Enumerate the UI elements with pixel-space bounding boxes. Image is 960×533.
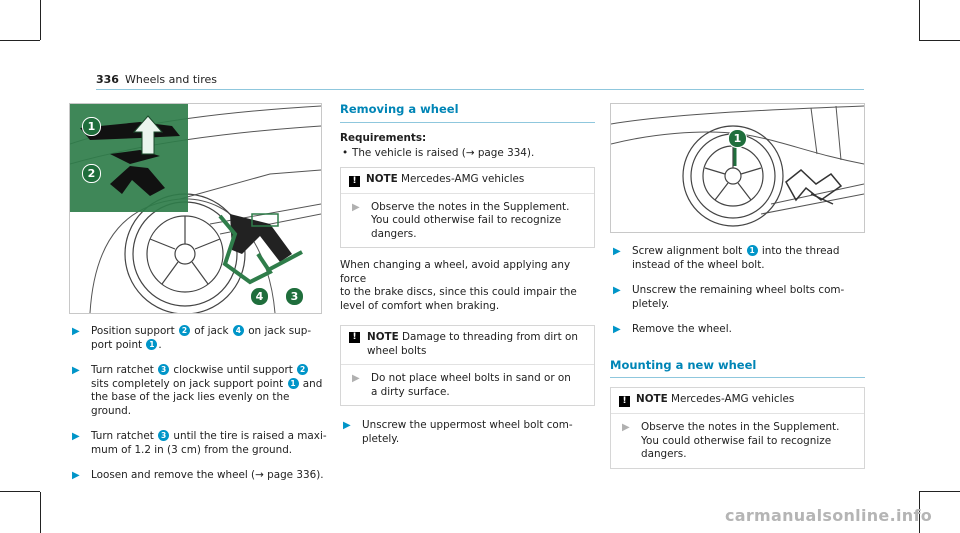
arrow-icon: ▶ <box>72 365 80 376</box>
callout-badge: 1 <box>746 245 758 256</box>
step-text-run: Position support <box>91 325 178 337</box>
crop-mark <box>919 40 960 41</box>
step-text-run: Loosen and remove the wheel (→ page 336)… <box>91 469 324 481</box>
right-steps: ▶ Screw alignment bolt 1 into the thread … <box>610 245 865 337</box>
note-label: NOTE <box>366 172 398 185</box>
step-text-run: Turn ratchet <box>91 364 158 376</box>
step-text-run: Turn ratchet <box>91 430 158 442</box>
crop-mark <box>919 491 960 492</box>
callout-4: 4 <box>250 287 269 306</box>
callout-1: 1 <box>82 117 101 136</box>
note-threading: ! NOTE Damage to threading from dirt on w… <box>340 325 595 406</box>
step-text-run: sits completely on jack support point <box>91 377 284 390</box>
step-text: Turn ratchet 3 clockwise until support 2… <box>91 364 322 417</box>
callout-badge: 1 <box>287 377 299 389</box>
callout-badge: 1 <box>146 338 158 350</box>
step-text: Unscrew the uppermost wheel bolt com- pl… <box>362 419 573 445</box>
requirement-item: The vehicle is raised (→ page 334). <box>340 147 595 161</box>
step-text-run: until the tire is raised a maxi- mum of … <box>91 430 327 456</box>
instruction-step: ▶ Remove the wheel. <box>610 323 865 337</box>
step-text-run: of jack <box>190 325 232 337</box>
arrow-icon: ▶ <box>352 373 360 384</box>
step-text-run: . <box>158 338 162 351</box>
wheel-illustration <box>611 105 864 227</box>
callout-1: 1 <box>728 129 747 148</box>
requirements-label: Requirements: <box>340 131 427 144</box>
instruction-step: ▶ Turn ratchet 3 until the tire is raised… <box>69 430 331 457</box>
note-text: Observe the notes in the Supplement. You… <box>371 200 570 240</box>
callout-3: 3 <box>285 287 304 306</box>
step-text-run: Remove the wheel. <box>632 323 732 335</box>
step-text-run: clockwise until support <box>170 364 297 376</box>
page-header: 336 Wheels and tires <box>96 73 217 86</box>
crop-mark <box>0 40 40 41</box>
warning-icon: ! <box>349 332 360 343</box>
step-text-run: and the base of the jack lies evenly on … <box>91 377 323 417</box>
step-text: Screw alignment bolt 1 into the thread i… <box>632 245 840 271</box>
callout-badge: 3 <box>158 430 170 441</box>
note-amg: ! NOTE Mercedes-AMG vehicles ▶ Observe the… <box>340 166 595 248</box>
jack-illustration <box>70 104 321 313</box>
callout-2: 2 <box>82 164 101 183</box>
note-header: ! NOTE Mercedes-AMG vehicles <box>611 388 864 414</box>
arrow-icon: ▶ <box>622 422 630 433</box>
step-text: Remove the wheel. <box>632 323 732 335</box>
arrow-icon: ▶ <box>343 420 351 431</box>
note-amg-2: ! NOTE Mercedes-AMG vehicles ▶ Observe the… <box>610 387 865 469</box>
step-text: Loosen and remove the wheel (→ page 336)… <box>91 469 324 481</box>
jack-figure: 1 2 4 3 <box>69 103 322 314</box>
warning-icon: ! <box>619 396 630 407</box>
note-label: NOTE <box>636 393 668 405</box>
mounting-wheel-heading: Mounting a new wheel <box>610 358 865 378</box>
callout-badge: 4 <box>232 325 244 336</box>
instruction-step: ▶ Position support 2 of jack 4 on jack su… <box>69 325 331 352</box>
warning-icon: ! <box>349 175 360 187</box>
step-text-run: on jack sup- port point <box>91 325 312 351</box>
arrow-icon: ▶ <box>352 201 360 213</box>
arrow-icon: ▶ <box>613 246 621 257</box>
left-steps: ▶ Position support 2 of jack 4 on jack su… <box>69 325 331 495</box>
step-text: Unscrew the remaining wheel bolts com- p… <box>632 284 844 310</box>
note-heading: Damage to threading from dirt on wheel b… <box>367 331 578 357</box>
instruction-step: ▶ Screw alignment bolt 1 into the thread … <box>610 245 865 272</box>
arrow-icon: ▶ <box>72 431 80 442</box>
arrow-icon: ▶ <box>72 326 80 337</box>
note-header: ! NOTE Mercedes-AMG vehicles <box>341 168 594 194</box>
note-heading: Mercedes-AMG vehicles <box>401 172 525 185</box>
note-text: Do not place wheel bolts in sand or on a… <box>371 372 571 398</box>
crop-mark <box>40 492 41 533</box>
header-rule <box>96 89 864 90</box>
callout-badge: 2 <box>297 364 309 375</box>
step-text-run: Screw alignment bolt <box>632 245 746 257</box>
arrow-icon: ▶ <box>613 324 621 335</box>
note-header: ! NOTE Damage to threading from dirt on w… <box>341 326 594 365</box>
callout-badge: 2 <box>178 325 190 336</box>
removing-wheel-heading: Removing a wheel <box>340 102 595 123</box>
step-text: Turn ratchet 3 until the tire is raised … <box>91 430 327 456</box>
crop-mark <box>919 492 920 533</box>
crop-mark <box>919 0 920 40</box>
page-number: 336 <box>96 73 119 86</box>
instruction-step: ▶ Loosen and remove the wheel (→ page 336… <box>69 469 331 483</box>
arrow-icon: ▶ <box>72 470 80 481</box>
note-label: NOTE <box>367 331 399 343</box>
arrow-icon: ▶ <box>613 285 621 296</box>
instruction-step: ▶ Unscrew the remaining wheel bolts com- … <box>610 284 865 311</box>
crop-mark <box>0 491 40 492</box>
watermark: carmanualsonline.info <box>724 506 932 525</box>
crop-mark <box>40 0 41 40</box>
instruction-step: ▶ Turn ratchet 3 clockwise until support … <box>69 364 331 418</box>
right-column: ▶ Screw alignment bolt 1 into the thread … <box>610 245 865 469</box>
step-text: Position support 2 of jack 4 on jack sup… <box>91 325 311 351</box>
middle-column: Removing a wheel Requirements: The vehic… <box>340 102 595 458</box>
wheel-figure: 1 <box>610 103 865 233</box>
step-text-run: Unscrew the remaining wheel bolts com- p… <box>632 284 845 310</box>
brake-disc-paragraph: When changing a wheel, avoid applying an… <box>340 259 577 312</box>
step-text-run: into the thread instead of the wheel bol… <box>632 245 840 271</box>
note-heading: Mercedes-AMG vehicles <box>671 393 795 405</box>
section-title: Wheels and tires <box>124 73 217 86</box>
note-text: Observe the notes in the Supplement. You… <box>641 421 840 460</box>
callout-badge: 3 <box>158 364 170 375</box>
